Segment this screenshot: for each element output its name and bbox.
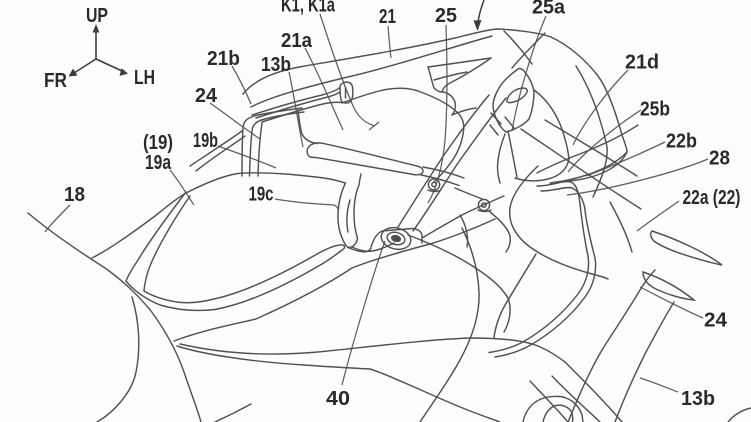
svg-text:19c: 19c: [249, 183, 274, 206]
svg-text:19b: 19b: [193, 129, 218, 152]
svg-text:24: 24: [704, 309, 728, 332]
svg-text:(19): (19): [143, 131, 173, 154]
svg-text:21a: 21a: [281, 29, 313, 52]
svg-text:19a: 19a: [145, 151, 171, 174]
svg-text:40: 40: [326, 387, 350, 410]
svg-text:25a: 25a: [532, 0, 566, 19]
svg-text:25b: 25b: [640, 98, 670, 121]
svg-text:13b: 13b: [681, 387, 715, 410]
svg-text:K1, K1a: K1, K1a: [281, 0, 335, 17]
svg-text:21b: 21b: [207, 47, 240, 70]
svg-text:21d: 21d: [625, 51, 659, 74]
svg-text:22b: 22b: [666, 130, 697, 153]
svg-text:24: 24: [195, 84, 218, 107]
svg-text:UP: UP: [86, 4, 108, 27]
svg-text:28: 28: [709, 147, 730, 170]
svg-text:13b: 13b: [261, 53, 291, 76]
svg-text:18: 18: [64, 183, 85, 206]
svg-text:LH: LH: [134, 66, 155, 89]
svg-text:22a (22): 22a (22): [683, 186, 741, 209]
svg-text:25: 25: [435, 4, 457, 27]
svg-text:21: 21: [379, 5, 396, 28]
svg-text:FR: FR: [44, 69, 67, 92]
